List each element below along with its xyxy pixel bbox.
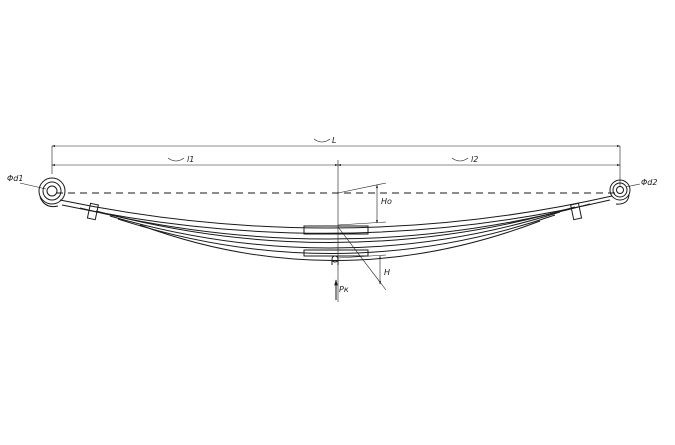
arc-symbol-icon (313, 138, 331, 143)
arc-symbol-icon (451, 157, 469, 162)
left-eye-diameter-callout: Φd1 (7, 174, 47, 190)
label-loaded-height: H (384, 268, 390, 277)
dimension-loaded-height: H (337, 226, 390, 291)
dimension-left-length: l1 (51, 155, 339, 167)
left-eye (38, 177, 66, 208)
left-clip (86, 202, 99, 221)
right-clip (570, 202, 583, 221)
right-eye (609, 179, 631, 205)
dimension-free-height: Ho (337, 182, 392, 226)
load-arrow: Pк (334, 279, 349, 300)
label-free-height: Ho (381, 197, 392, 206)
dimension-right-length: l2 (337, 155, 621, 167)
dimension-total-length: L (51, 136, 621, 186)
label-load: Pк (339, 285, 349, 294)
center-clamp (303, 225, 369, 265)
label-right-length: l2 (471, 155, 478, 164)
label-right-eye-diameter: Φd2 (641, 178, 657, 187)
label-total-length: L (332, 136, 336, 145)
right-eye-diameter-callout: Φd2 (625, 178, 657, 188)
label-left-eye-diameter: Φd1 (7, 174, 23, 183)
spring-leaves (59, 195, 613, 262)
arc-symbol-icon (167, 157, 185, 162)
label-left-length: l1 (187, 155, 194, 164)
